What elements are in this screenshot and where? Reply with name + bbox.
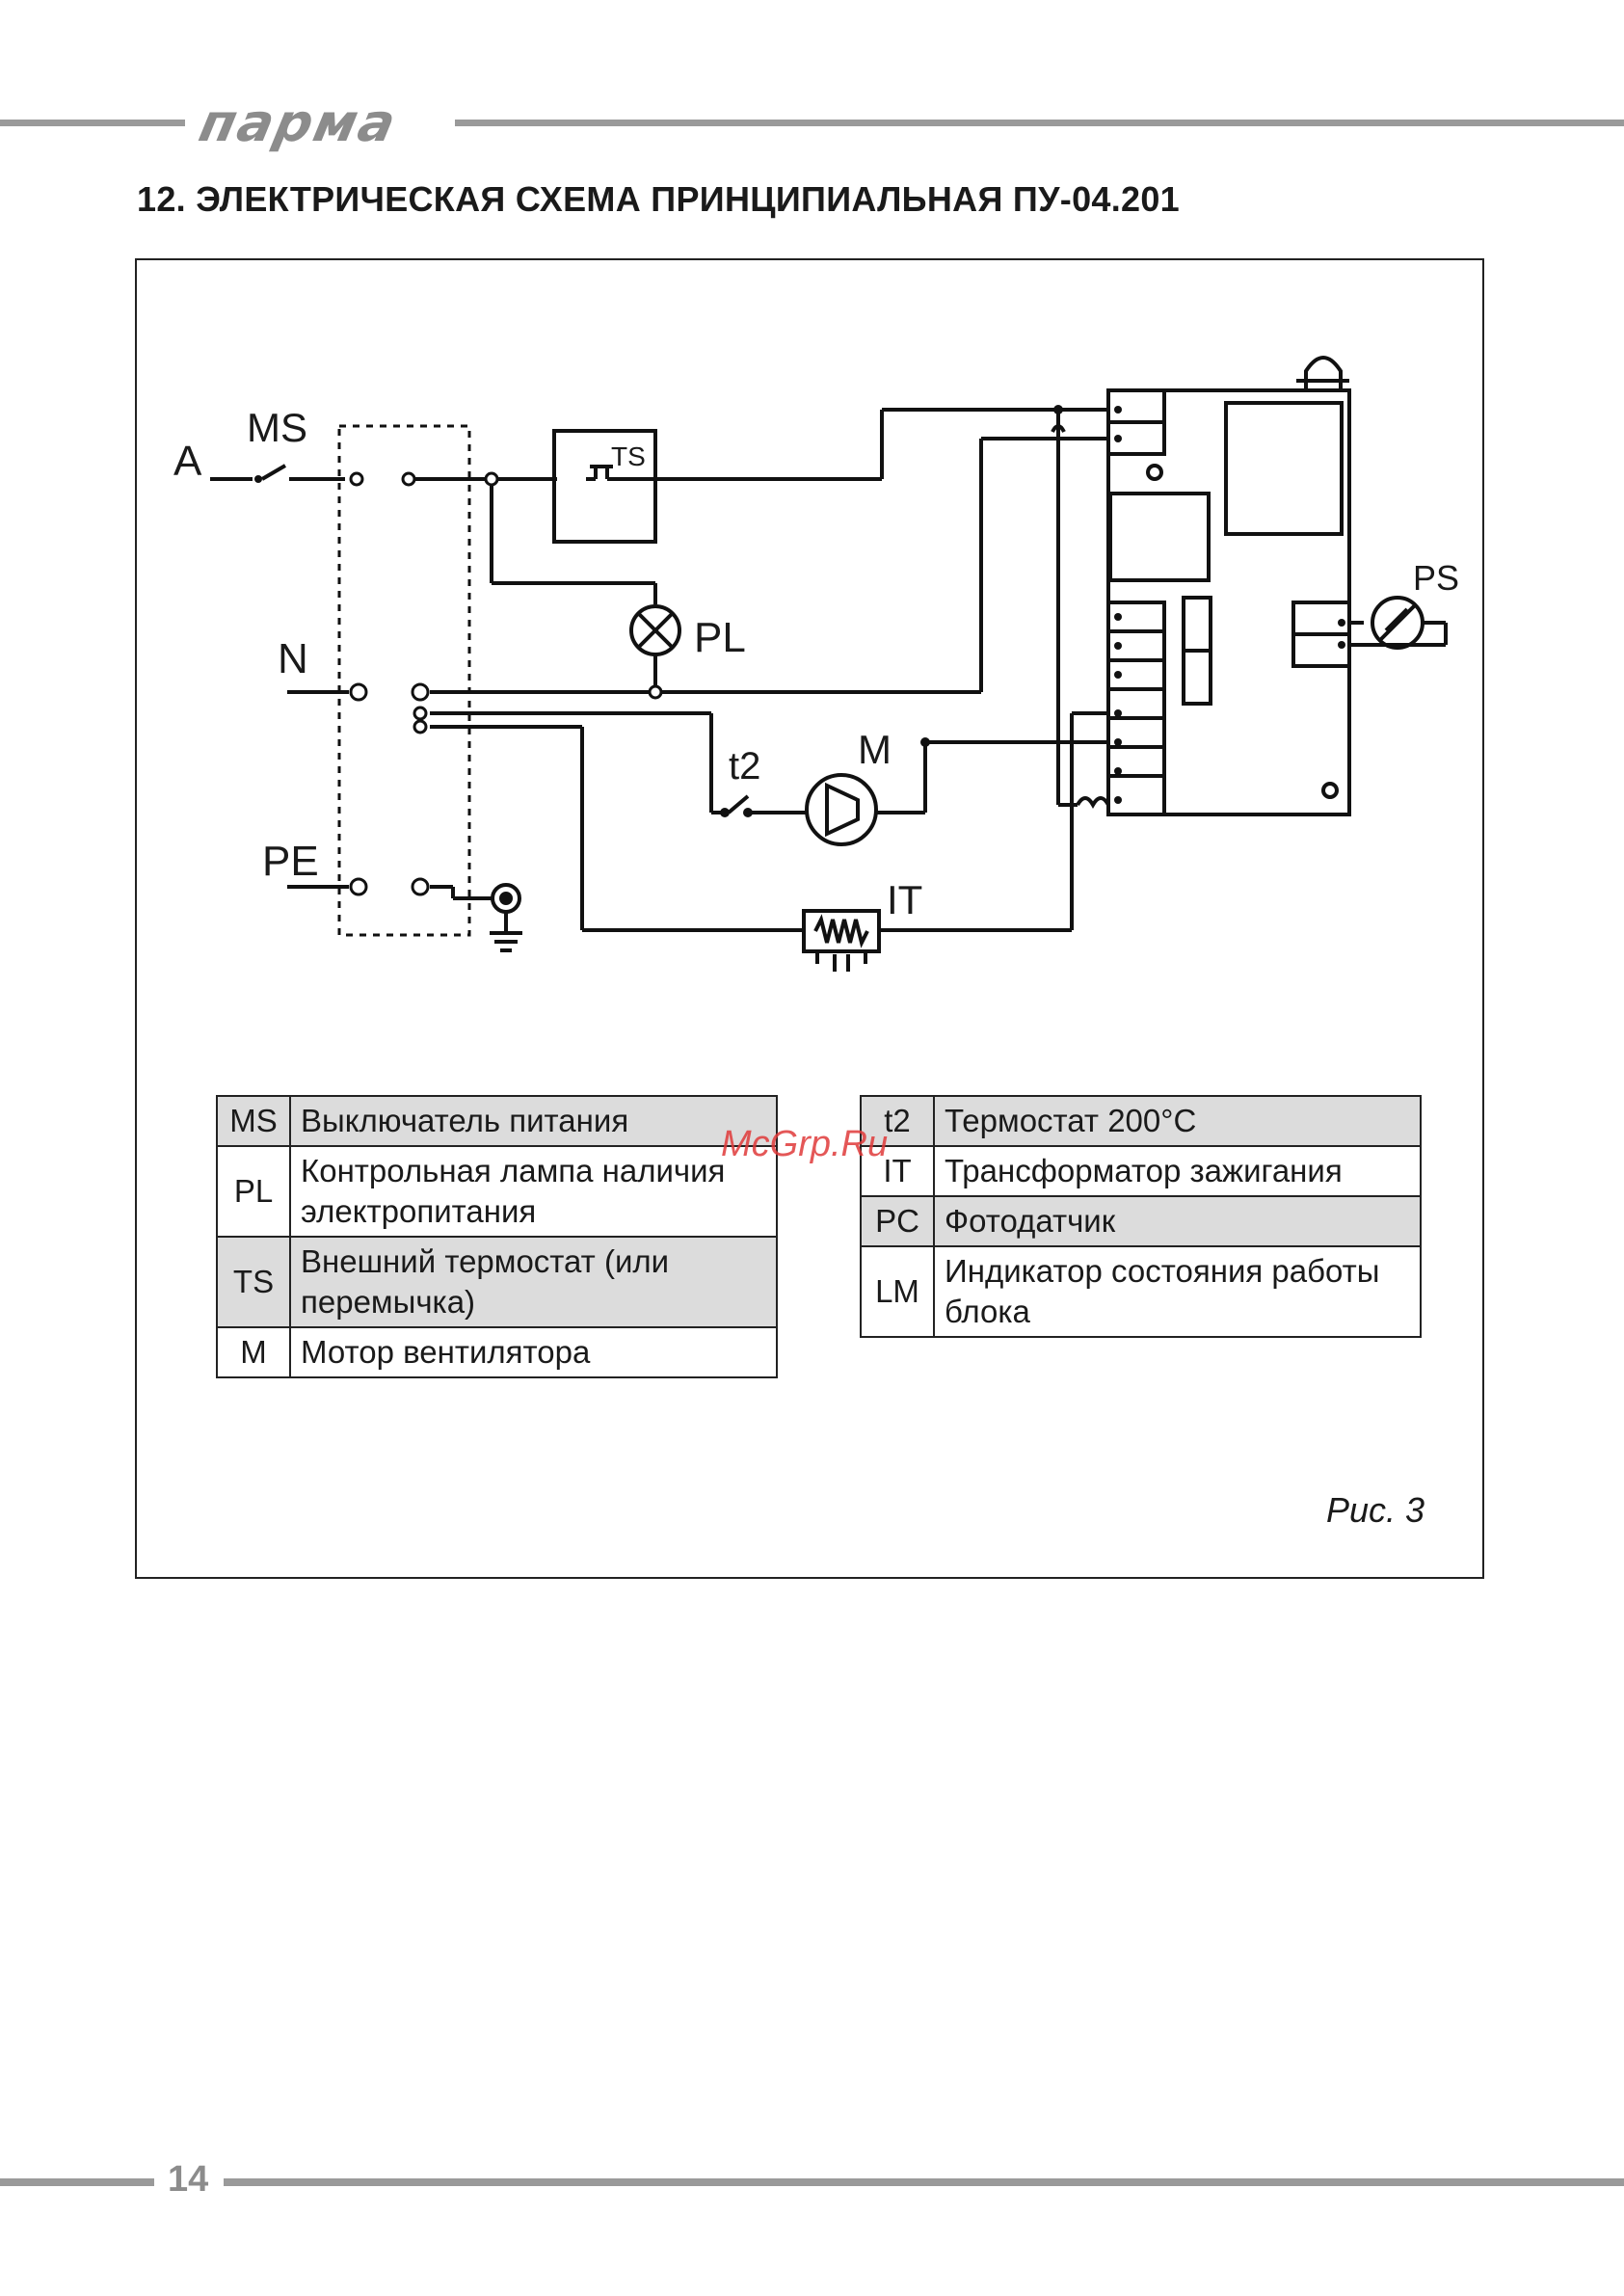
page-title: 12. ЭЛЕКТРИЧЕСКАЯ СХЕМА ПРИНЦИПИАЛЬНАЯ П… — [137, 179, 1180, 219]
legend-desc: Термостат 200°C — [933, 1095, 1422, 1147]
legend-row: PC Фотодатчик — [860, 1195, 1422, 1247]
ts-box — [552, 429, 657, 544]
legend-row: LM Индикатор состояния работы блока — [860, 1245, 1422, 1338]
figure-caption: Рис. 3 — [1326, 1490, 1425, 1530]
label-ts: TS — [611, 441, 646, 471]
legend-code: IT — [860, 1145, 935, 1197]
legend-desc: Мотор вентилятора — [289, 1326, 778, 1378]
legend-desc: Контрольная лампа наличия электропитания — [289, 1145, 778, 1238]
legend-row: IT Трансформатор зажигания — [860, 1145, 1422, 1197]
legend-code: M — [216, 1326, 291, 1378]
label-ps: PS — [1413, 558, 1459, 598]
legend-code: MS — [216, 1095, 291, 1147]
page-number: 14 — [168, 2159, 209, 2200]
legend-row: M Мотор вентилятора — [216, 1326, 778, 1378]
footer-rule-right — [224, 2178, 1624, 2186]
legend-code: LM — [860, 1245, 935, 1338]
figure-frame — [135, 258, 1484, 1579]
legend-code: TS — [216, 1236, 291, 1328]
wiring-schematic: A MS TS PL N t2 M PE IT PS — [173, 356, 1459, 972]
legend-desc: Трансформатор зажигания — [933, 1145, 1422, 1197]
label-a: A — [173, 438, 202, 485]
label-it: IT — [887, 877, 922, 922]
label-ms: MS — [247, 405, 307, 450]
watermark: McGrp.Ru — [721, 1124, 889, 1164]
label-pl: PL — [694, 614, 746, 661]
legend-row: PL Контрольная лампа наличия электропита… — [216, 1145, 778, 1238]
legend-table-left: MS Выключатель питания PL Контрольная ла… — [216, 1095, 778, 1378]
switch-block-outline — [337, 424, 471, 937]
legend-row: TS Внешний термостат (или перемычка) — [216, 1236, 778, 1328]
legend-desc: Выключатель питания — [289, 1095, 778, 1147]
motor-m-symbol — [805, 773, 878, 846]
legend-desc: Внешний термостат (или перемычка) — [289, 1236, 778, 1328]
legend-desc: Индикатор состояния работы блока — [933, 1245, 1422, 1338]
header-rule-left — [0, 120, 185, 126]
label-n: N — [278, 635, 308, 682]
legend-code: PC — [860, 1195, 935, 1247]
legend-code: t2 — [860, 1095, 935, 1147]
legend-row: MS Выключатель питания — [216, 1095, 778, 1147]
header-rule-right — [455, 120, 1624, 126]
label-m: M — [858, 727, 892, 772]
legend-code: PL — [216, 1145, 291, 1238]
legend-desc: Фотодатчик — [933, 1195, 1422, 1247]
footer-rule-left — [0, 2178, 154, 2186]
legend-table-right: t2 Термостат 200°C IT Трансформатор зажи… — [860, 1095, 1422, 1338]
label-pe: PE — [262, 838, 319, 885]
label-t2: t2 — [729, 745, 760, 788]
legend-row: t2 Термостат 200°C — [860, 1095, 1422, 1147]
